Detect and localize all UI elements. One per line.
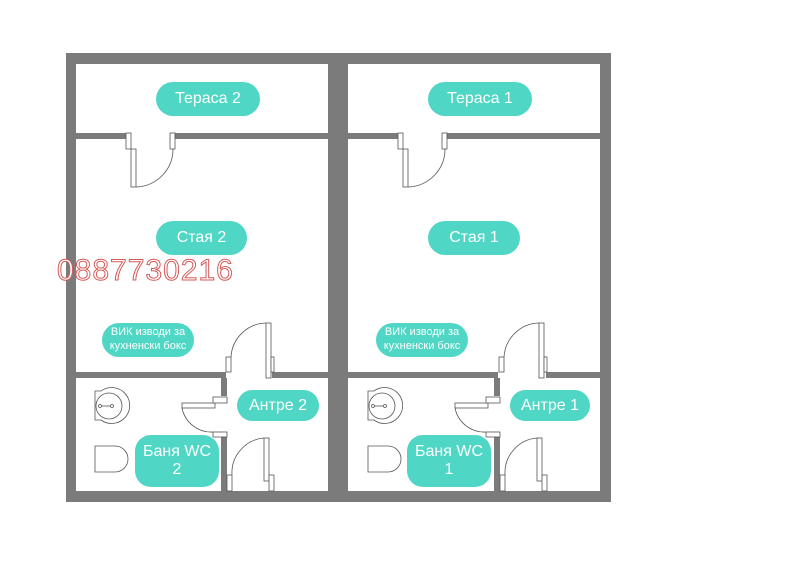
room-door-icon-1 <box>498 322 548 379</box>
room-1-text: Стая 1 <box>449 229 499 247</box>
bath-1-line2: 1 <box>444 461 454 478</box>
terrace-wall-left-b <box>175 133 328 139</box>
label-terrace-1: Тераса 1 <box>428 82 532 116</box>
label-bath-2: Баня WC 2 <box>135 435 219 487</box>
label-room-1: Стая 1 <box>428 221 520 255</box>
bath-1-line1: Баня WC <box>415 442 483 460</box>
party-wall-center <box>328 53 348 502</box>
outer-wall-right <box>600 53 611 502</box>
terrace-wall-right-a <box>348 133 398 139</box>
label-bath-1: Баня WC 1 <box>407 435 491 487</box>
terrace-wall-right-b <box>447 133 600 139</box>
hall-2-text: Антре 2 <box>249 396 307 414</box>
bath-wall-vertical-right-a <box>494 378 500 396</box>
label-terrace-2: Тераса 2 <box>156 82 260 116</box>
bath-wall-vertical-right-b <box>494 436 500 491</box>
terrace-door-icon-2 <box>125 132 176 188</box>
toilet-icon-1 <box>367 445 402 473</box>
front-door-icon-1 <box>499 437 548 492</box>
hall-1-text: Антре 1 <box>521 396 579 414</box>
bath-door-icon-2 <box>181 396 228 438</box>
plumbing-1-line1: ВИК изводи за <box>384 326 460 339</box>
bath-wall-top-left-b <box>272 372 328 378</box>
room-door-icon-2 <box>225 322 275 379</box>
terrace-1-text: Тераса 1 <box>447 90 513 108</box>
plumbing-2-line2: кухненски бокс <box>109 340 187 352</box>
label-hall-2: Антре 2 <box>237 390 319 421</box>
bath-2-line2: 2 <box>172 461 182 478</box>
toilet-icon-2 <box>94 445 129 473</box>
terrace-2-text: Тераса 2 <box>175 90 241 108</box>
bath-wall-top-right-b <box>546 372 600 378</box>
sink-icon-2 <box>94 387 130 424</box>
sink-icon-1 <box>367 387 403 424</box>
bath-wall-top-right-a <box>348 372 498 378</box>
label-plumbing-2: ВИК изводи за кухненски бокс <box>102 323 194 357</box>
label-room-2: Стая 2 <box>156 221 247 255</box>
bath-wall-vertical-left-b <box>221 436 227 491</box>
label-hall-1: Антре 1 <box>510 390 590 421</box>
bath-door-icon-1 <box>454 396 501 438</box>
watermark-phone-number: 0887730216 <box>57 254 234 288</box>
plumbing-2-line1: ВИК изводи за <box>110 326 186 339</box>
bath-wall-vertical-left-a <box>221 378 227 396</box>
bath-2-line1: Баня WC <box>143 442 211 460</box>
bath-wall-top-left-a <box>76 372 226 378</box>
label-plumbing-1: ВИК изводи за кухненски бокс <box>376 323 468 357</box>
terrace-door-icon-1 <box>397 132 448 188</box>
outer-wall-left <box>66 53 76 502</box>
terrace-wall-left-a <box>76 133 126 139</box>
room-2-text: Стая 2 <box>176 229 227 247</box>
front-door-icon-2 <box>226 437 275 492</box>
plumbing-1-line2: кухненски бокс <box>383 340 461 352</box>
